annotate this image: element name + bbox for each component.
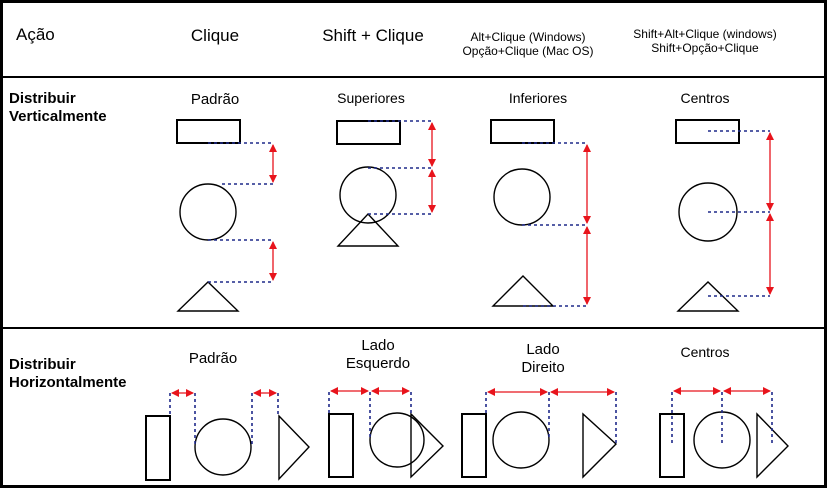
rectangle-shape: [659, 413, 685, 478]
vertical-inferiores-example: [490, 119, 591, 307]
rectangle-shape: [176, 119, 241, 144]
header-shift-click: Shift + Clique: [322, 26, 424, 45]
header-alt-click-1: Alt+Clique (Windows): [470, 30, 585, 44]
guide-lines: [671, 392, 773, 446]
triangle-shape: [278, 414, 310, 481]
rectangle-shape: [328, 413, 354, 478]
circle-shape: [339, 166, 397, 224]
horizontal-col-lado-esquerdo-2: Esquerdo: [346, 355, 410, 372]
guide-lines: [708, 130, 770, 297]
horizontal-col-centros: Centros: [680, 344, 729, 360]
horizontal-lado-esquerdo-example: [328, 387, 444, 479]
guide-lines: [522, 142, 587, 307]
circle-shape: [194, 418, 252, 476]
horizontal-col-lado-direito-1: Lado: [526, 341, 559, 358]
vertical-centros-example: [675, 119, 774, 312]
horizontal-title-2: Horizontalmente: [9, 374, 127, 391]
vertical-superiores-example: [336, 120, 436, 247]
horizontal-col-lado-direito-2: Direito: [521, 359, 564, 376]
horizontal-col-lado-esquerdo-1: Lado: [361, 337, 394, 354]
circle-shape: [369, 412, 425, 468]
header-alt-click-2: Opção+Clique (Mac OS): [462, 44, 593, 58]
guide-lines: [328, 392, 412, 440]
horizontal-padrao-example: [145, 389, 310, 481]
vertical-col-superiores: Superiores: [337, 90, 405, 106]
vertical-padrao-example: [176, 119, 277, 312]
header-click: Clique: [191, 26, 239, 45]
guide-lines: [368, 120, 432, 215]
triangle-shape: [491, 275, 555, 307]
guide-lines: [208, 142, 273, 283]
triangle-shape: [582, 412, 618, 479]
vertical-title-1: Distribuir: [9, 90, 76, 107]
header-shift-alt-click-1: Shift+Alt+Clique (windows): [633, 27, 776, 41]
triangle-shape: [336, 212, 400, 247]
triangle-shape: [176, 281, 240, 312]
header-shift-alt-click-2: Shift+Opção+Clique: [651, 41, 759, 55]
guide-lines: [169, 393, 279, 447]
rectangle-shape: [490, 119, 555, 144]
circle-shape: [678, 182, 738, 242]
vertical-col-inferiores: Inferiores: [509, 90, 567, 106]
header-action: Ação: [16, 25, 55, 44]
triangle-shape: [410, 412, 444, 479]
rectangle-shape: [336, 120, 401, 145]
horizontal-lado-direito-example: [461, 388, 618, 479]
vertical-title-2: Verticalmente: [9, 108, 107, 125]
circle-shape: [179, 183, 237, 241]
circle-shape: [493, 168, 551, 226]
guide-lines: [485, 392, 617, 444]
horizontal-centros-example: [659, 387, 789, 479]
circle-shape: [492, 411, 550, 469]
horizontal-col-padrao: Padrão: [189, 350, 237, 367]
rectangle-shape: [461, 413, 487, 478]
rectangle-shape: [145, 415, 171, 481]
horizontal-title-1: Distribuir: [9, 356, 76, 373]
vertical-col-centros: Centros: [680, 90, 729, 106]
rectangle-shape: [675, 119, 740, 144]
vertical-col-padrao: Padrão: [191, 91, 239, 108]
